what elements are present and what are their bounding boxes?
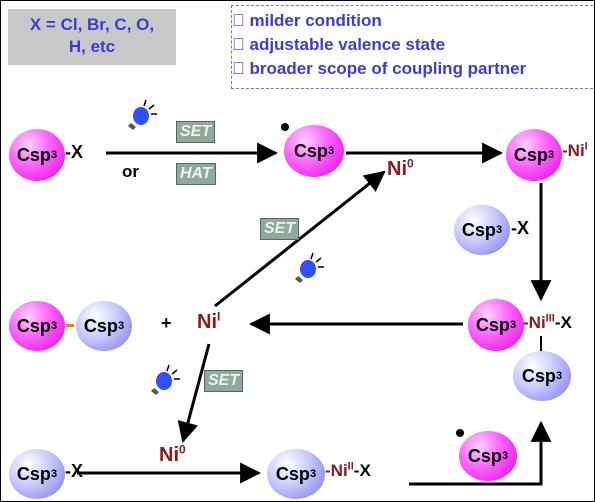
- arrow-ni1-to-ni0-up: [214, 170, 386, 308]
- radical-dot: [456, 429, 464, 437]
- bottom-leaving-group: -X: [65, 461, 83, 481]
- feature-glyph: : [232, 35, 245, 54]
- ni1-complex-label: -NiI: [562, 140, 588, 160]
- feature-glyph: : [232, 11, 245, 30]
- lightbulb-icon: [295, 252, 324, 283]
- ni3-bond: [540, 336, 542, 352]
- set-tag: SET: [260, 218, 300, 240]
- ni1-released: NiI: [197, 309, 221, 333]
- plus-sign: +: [161, 313, 172, 333]
- arrow-radical-to-ni3: [409, 420, 552, 486]
- partner-leaving-group: -X: [511, 218, 529, 238]
- set-tag: SET: [204, 370, 244, 392]
- feature-item:  milder condition: [232, 11, 382, 30]
- set-tag: SET: [176, 121, 216, 143]
- feature-item:  broader scope of coupling partner: [232, 59, 526, 78]
- ni2-label: -NiII-X: [325, 460, 371, 480]
- lightbulb-icon: [128, 99, 157, 130]
- ni0-lower: Ni0: [159, 442, 186, 466]
- cc-bond: [66, 324, 74, 327]
- leaving-group-line2: H, etc: [68, 37, 116, 56]
- feature-item:  adjustable valence state: [232, 35, 445, 54]
- ni3-label: -NiIII-X: [523, 312, 572, 332]
- hat-tag: HAT: [176, 163, 216, 185]
- lightbulb-icon: [151, 364, 180, 395]
- features-list:  milder condition  adjustable valence …: [231, 5, 593, 89]
- leaving-group-line1: X = Cl, Br, C, O,: [29, 15, 155, 34]
- substrate-leaving-group: -X: [65, 142, 83, 162]
- feature-glyph: : [232, 59, 245, 78]
- or-label: or: [122, 162, 139, 181]
- arrow-ni1-to-ni0-down: [177, 343, 211, 444]
- ni0-upper: Ni0: [387, 156, 414, 180]
- leaving-group-box: X = Cl, Br, C, O, H, etc: [8, 9, 176, 65]
- radical-dot: [281, 123, 289, 131]
